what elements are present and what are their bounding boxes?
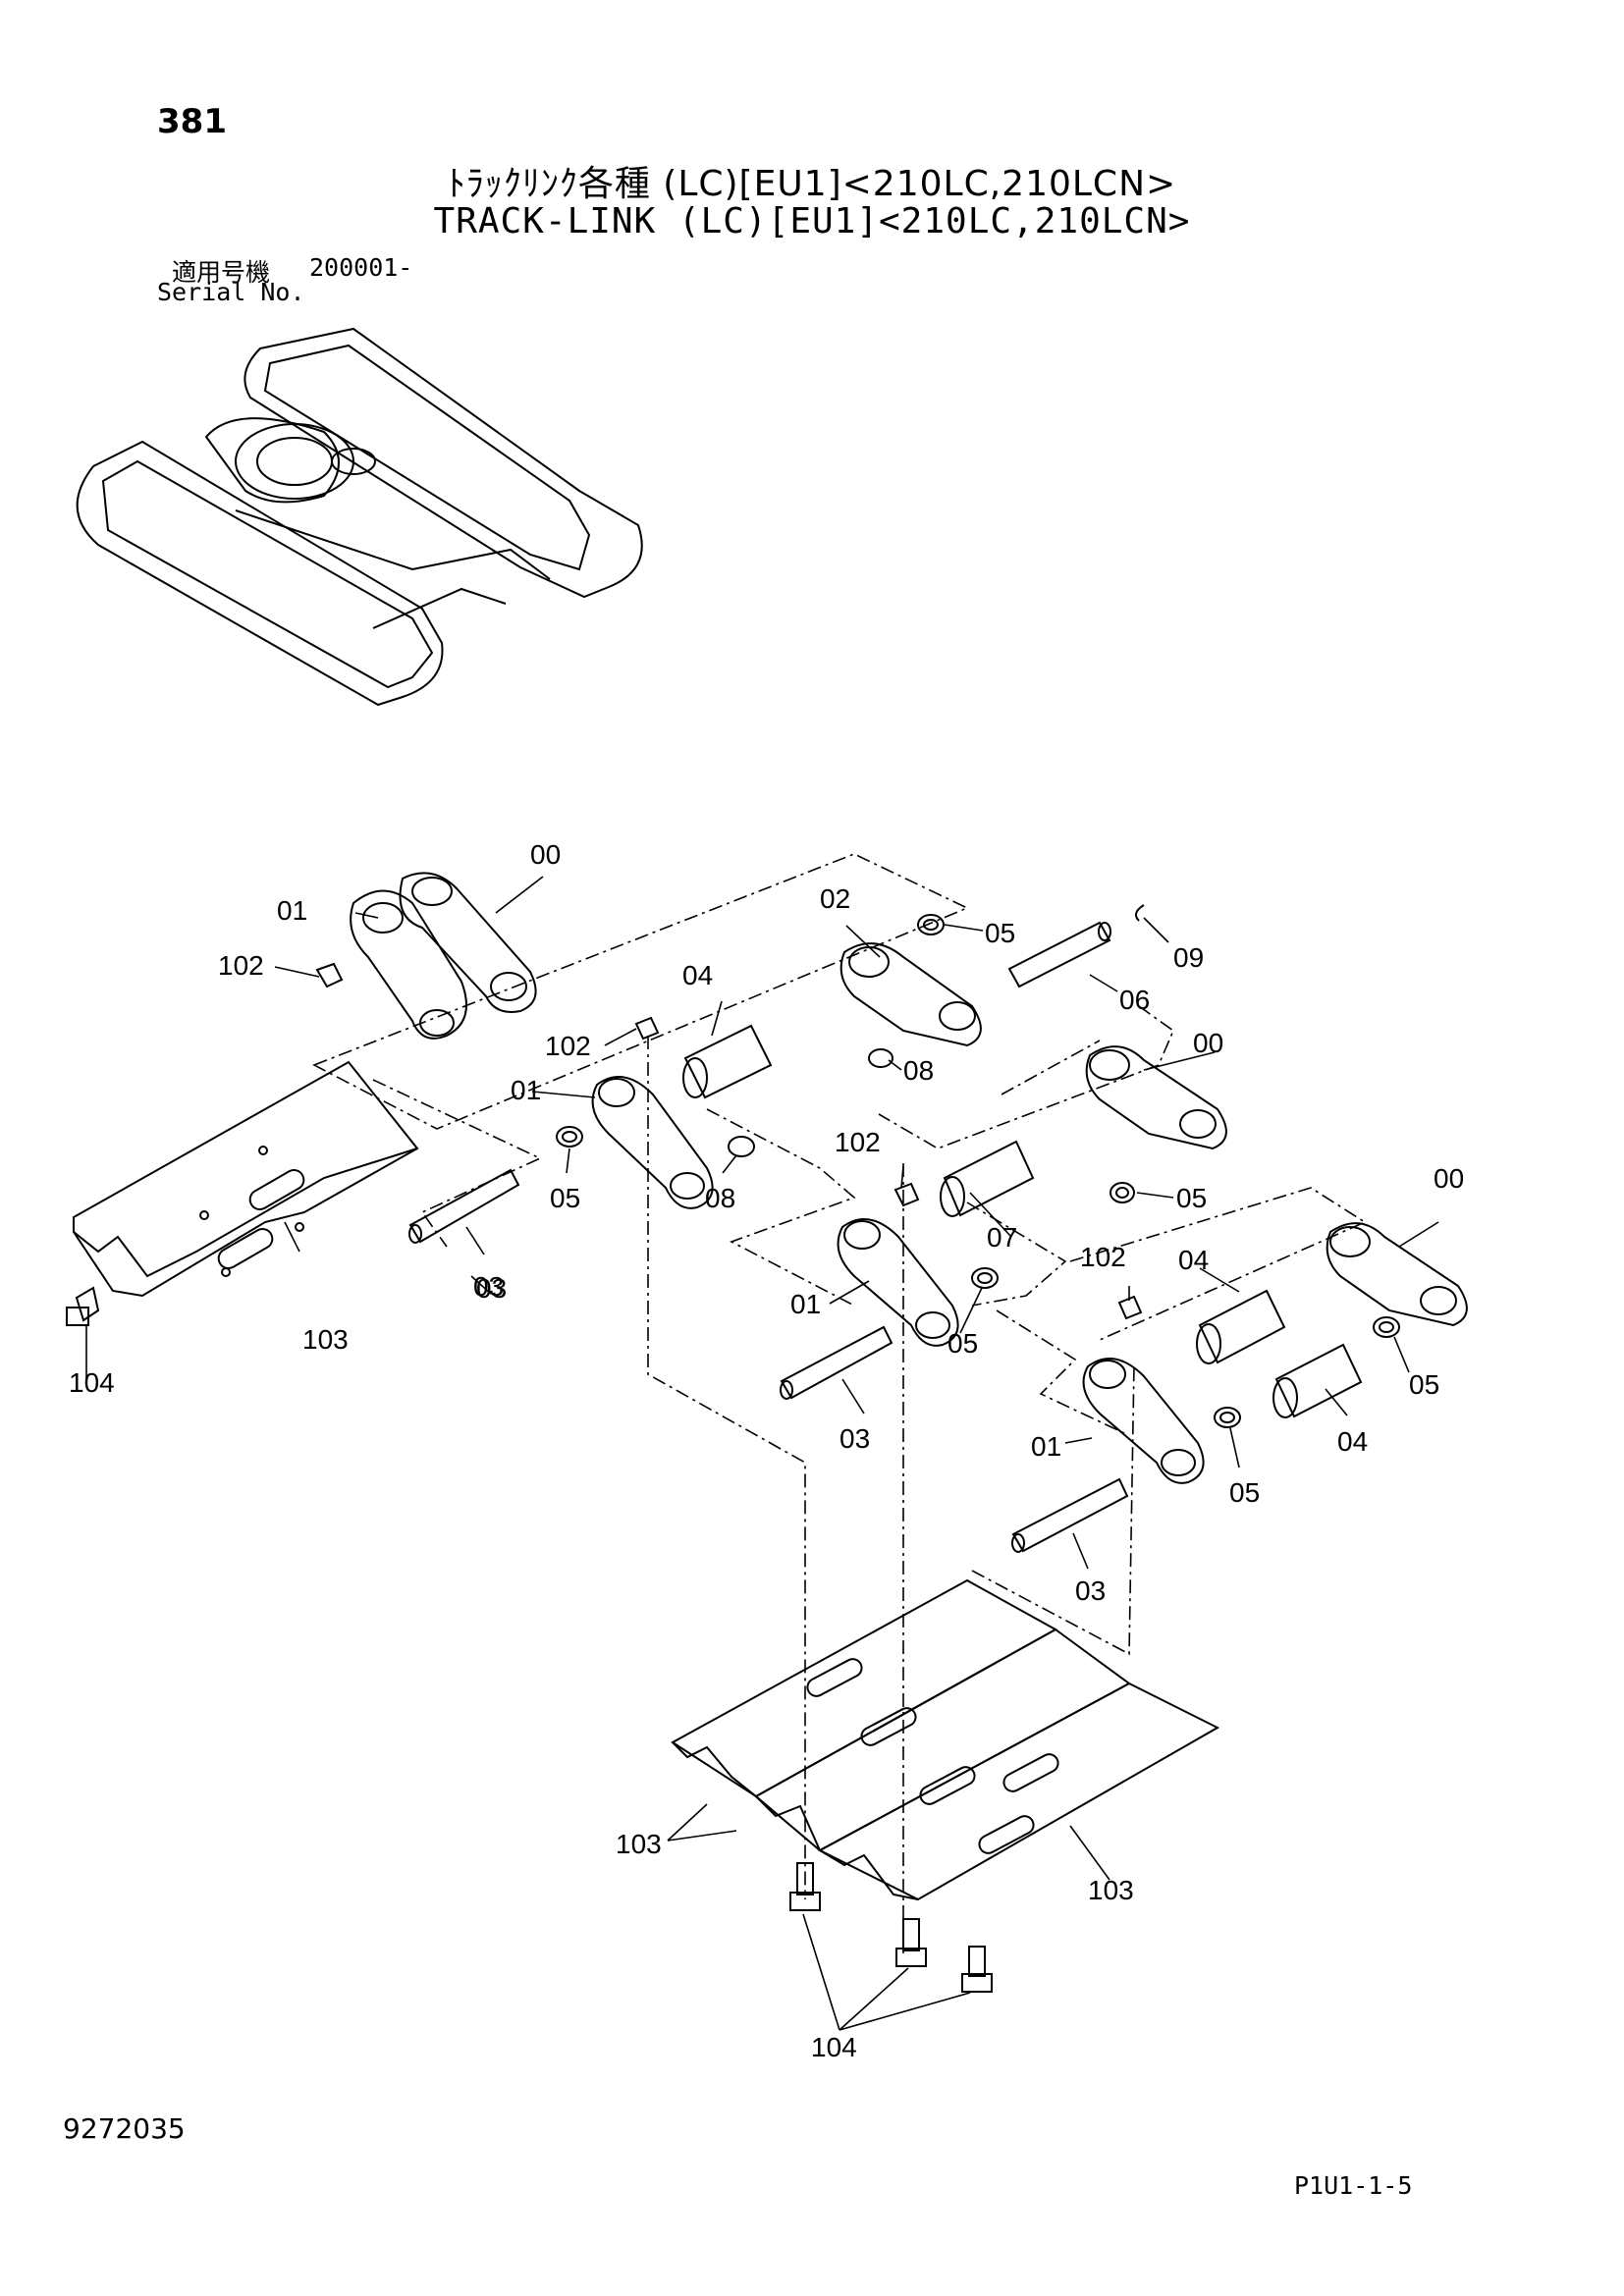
callout-01: 01	[790, 1289, 821, 1319]
callout-01: 01	[1031, 1431, 1061, 1462]
link-01-middle	[556, 1076, 755, 1209]
callout-03: 03	[473, 1271, 504, 1302]
callout-05: 05	[1176, 1183, 1207, 1213]
callout-102: 102	[1080, 1242, 1126, 1272]
leader-lines	[85, 876, 1439, 2031]
link-01-center	[837, 1218, 999, 1347]
link-00-right	[940, 1045, 1227, 1217]
bolt-upper	[66, 1286, 100, 1326]
nut-right	[1117, 1295, 1143, 1320]
link-01-lower-right	[1011, 1358, 1241, 1553]
callout-04: 04	[1337, 1426, 1368, 1457]
callout-08: 08	[705, 1183, 735, 1213]
callout-02: 02	[820, 883, 850, 914]
nut-center	[893, 1182, 920, 1207]
callout-07: 07	[987, 1222, 1017, 1253]
callout-05: 05	[1409, 1369, 1439, 1400]
callout-04: 04	[682, 960, 713, 990]
document-number: 9272035	[63, 2112, 186, 2145]
serial-label-english: Serial No.	[157, 278, 305, 306]
callout-03: 03	[476, 1273, 507, 1304]
bush-04-right	[1196, 1289, 1363, 1418]
callout-08: 08	[903, 1055, 934, 1086]
title-japanese: ﾄﾗｯｸﾘﾝｸ各種 (LC)[EU1]<210LC,210LCN>	[447, 164, 1177, 204]
callout-102: 102	[545, 1031, 591, 1061]
pin-03-center	[780, 1325, 893, 1400]
serial-value: 200001-	[309, 253, 413, 282]
callout-03: 03	[1075, 1575, 1106, 1606]
callout-05: 05	[947, 1328, 978, 1359]
link-00-far-right	[1326, 1222, 1468, 1338]
callout-04: 04	[1178, 1245, 1209, 1275]
callout-104: 104	[811, 2032, 857, 2062]
assembly-guide-lines	[312, 853, 1367, 1953]
pin-03-left	[408, 1168, 520, 1244]
callout-labels: 00 01 102 103 104 03 05 02 05 09 04 06 1…	[69, 839, 1464, 2062]
track-shoes-lower	[671, 1578, 1220, 1901]
callout-00: 00	[1193, 1028, 1223, 1058]
callout-06: 06	[1119, 985, 1150, 1015]
callout-00: 00	[530, 839, 561, 870]
track-shoe-single	[73, 1060, 419, 1298]
nut-middle	[634, 1016, 660, 1041]
callout-03: 03	[839, 1423, 870, 1454]
callout-103: 103	[616, 1829, 662, 1859]
callout-05: 05	[1229, 1477, 1260, 1508]
serial-label-japanese: 適用号機	[172, 258, 271, 287]
callout-05: 05	[550, 1183, 580, 1213]
bolts-lower	[789, 1862, 993, 1993]
callout-103: 103	[302, 1324, 349, 1355]
page-code: P1U1-1-5	[1294, 2171, 1413, 2200]
title-english: TRACK-LINK (LC)[EU1]<210LC,210LCN>	[433, 201, 1191, 241]
callout-104: 104	[69, 1367, 115, 1398]
link-upper-left	[350, 872, 537, 1040]
callout-102: 102	[835, 1127, 881, 1157]
page-number: 381	[157, 102, 227, 141]
callout-103: 103	[1088, 1875, 1134, 1905]
undercarriage-illustration	[76, 327, 643, 707]
link-02-group	[839, 904, 1145, 1068]
bush-04-middle	[682, 1024, 773, 1099]
callout-01: 01	[277, 895, 307, 926]
callout-09: 09	[1173, 942, 1204, 973]
callout-05: 05	[985, 918, 1015, 948]
callout-01: 01	[511, 1075, 541, 1105]
callout-102: 102	[218, 950, 264, 981]
callout-00: 00	[1434, 1163, 1464, 1194]
nut-upper-left	[315, 962, 344, 988]
